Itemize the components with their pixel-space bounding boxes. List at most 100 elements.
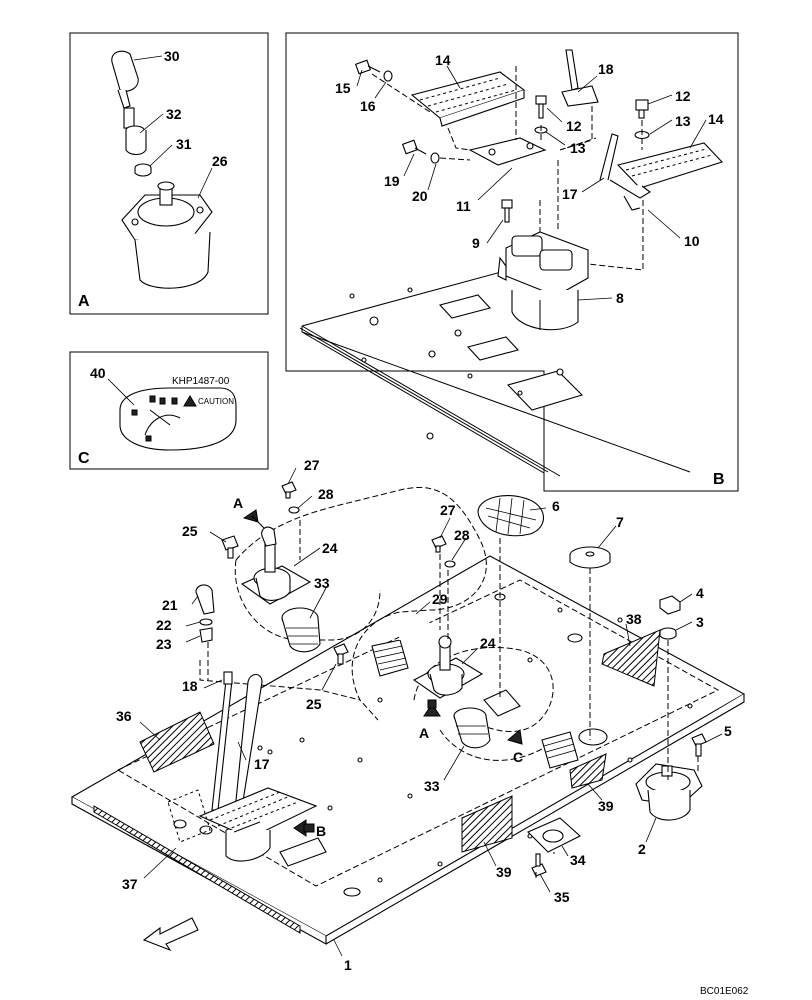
joystick-assembly-right (412, 635, 484, 699)
lever-boot (125, 125, 147, 156)
callout-27-right: 27 (440, 502, 456, 518)
boot-left (281, 607, 321, 653)
pedal-assembly (167, 787, 318, 862)
joystick-assembly-left (240, 526, 312, 605)
callout-24-left: 24 (322, 540, 338, 556)
callout-20: 20 (412, 188, 428, 204)
washer-28-right (444, 560, 456, 568)
callout-9: 9 (472, 235, 480, 251)
view-arrow-a-top: A (233, 495, 265, 529)
view-arrow-b: B (293, 819, 326, 839)
callout-1: 1 (344, 957, 352, 973)
travel-pilot-valve (497, 231, 589, 331)
grommet-7 (569, 546, 611, 569)
callout-29: 29 (432, 591, 448, 607)
floor-plate-holes (139, 593, 693, 897)
callout-12-left: 12 (566, 118, 582, 134)
callout-8: 8 (616, 290, 624, 306)
callout-30: 30 (164, 48, 180, 64)
callout-7: 7 (616, 514, 624, 530)
callout-36: 36 (116, 708, 132, 724)
callout-4: 4 (696, 585, 704, 601)
bolt-25-bottom (333, 643, 349, 665)
callout-21: 21 (162, 597, 178, 613)
panel-c-letter: C (78, 450, 90, 467)
callout-38: 38 (626, 611, 642, 627)
nut-4 (659, 595, 681, 615)
callout-16: 16 (360, 98, 376, 114)
callout-10: 10 (684, 233, 700, 249)
view-arrow-c: C (506, 729, 523, 765)
callout-14-right: 14 (708, 111, 724, 127)
panel-b-letter: B (713, 471, 725, 488)
view-marker-a-bottom: A (419, 725, 429, 741)
callout-6: 6 (552, 498, 560, 514)
main-assembly: A A B C (70, 457, 746, 973)
control-motor (635, 763, 703, 821)
callout-18-main: 18 (182, 678, 198, 694)
callout-31: 31 (176, 136, 192, 152)
cover-6 (477, 495, 545, 537)
boot-right (453, 707, 491, 749)
bolt-35 (531, 853, 547, 877)
view-arrow-a-bottom: A (419, 699, 441, 741)
decal-lever-drawing (144, 414, 181, 436)
callout-24-right: 24 (480, 635, 496, 651)
callout-39-right: 39 (598, 798, 614, 814)
bolt-19 (401, 139, 440, 164)
floor-plate-openings-b (349, 287, 584, 440)
joystick-knob (111, 50, 139, 129)
warning-triangle-icon (183, 395, 197, 407)
callout-17-main: 17 (254, 756, 270, 772)
callout-37: 37 (122, 876, 138, 892)
callout-27-left: 27 (304, 457, 320, 473)
callout-39-bottom: 39 (496, 864, 512, 880)
callout-28-right: 28 (454, 527, 470, 543)
panel-a-letter: A (78, 293, 90, 310)
callout-13-left: 13 (570, 140, 586, 156)
pedal-bracket (468, 137, 547, 166)
boot-23 (199, 627, 213, 643)
callout-17-detail: 17 (562, 186, 578, 202)
callout-15: 15 (335, 80, 351, 96)
view-marker-a-top: A (233, 495, 243, 511)
bolt-27-right (431, 535, 447, 553)
callout-26: 26 (212, 153, 228, 169)
panel-b-frame (285, 32, 739, 492)
callout-25-top: 25 (182, 523, 198, 539)
panel-a: A 30 32 (69, 32, 269, 315)
callout-18-detail: 18 (598, 61, 614, 77)
view-marker-c: C (513, 749, 523, 765)
panel-c-frame (69, 351, 269, 470)
callout-3: 3 (696, 614, 704, 630)
callout-40: 40 (90, 365, 106, 381)
washer-3 (659, 627, 677, 640)
pedal-left (410, 71, 526, 127)
panel-a-frame (69, 32, 269, 315)
bolt-9 (501, 199, 513, 223)
callout-25-bottom: 25 (306, 696, 322, 712)
callout-32: 32 (166, 106, 182, 122)
pilot-valve (121, 181, 213, 289)
decal-code: KHP1487-00 (172, 376, 230, 387)
lock-nut (134, 163, 152, 177)
panel-c: C KHP1487-00 CAUTION 40 (69, 351, 269, 470)
callout-34: 34 (570, 852, 586, 868)
callout-5: 5 (724, 723, 732, 739)
bolt-5 (691, 733, 707, 757)
bolt-25-top (221, 535, 239, 559)
callout-23: 23 (156, 636, 172, 652)
cover-plate-34 (527, 817, 581, 853)
view-marker-b: B (316, 823, 326, 839)
panel-b: B (285, 32, 739, 492)
callout-13-right: 13 (675, 113, 691, 129)
lever-knob-21 (195, 584, 215, 615)
travel-lever (561, 49, 599, 107)
figure-id: BC01E062 (700, 986, 749, 997)
callout-14-left: 14 (435, 52, 451, 68)
lock-nut-22 (199, 618, 213, 626)
callout-33-right: 33 (424, 778, 440, 794)
callout-12-right: 12 (675, 88, 691, 104)
caution-decal (119, 387, 237, 451)
pedal-right (599, 133, 724, 211)
